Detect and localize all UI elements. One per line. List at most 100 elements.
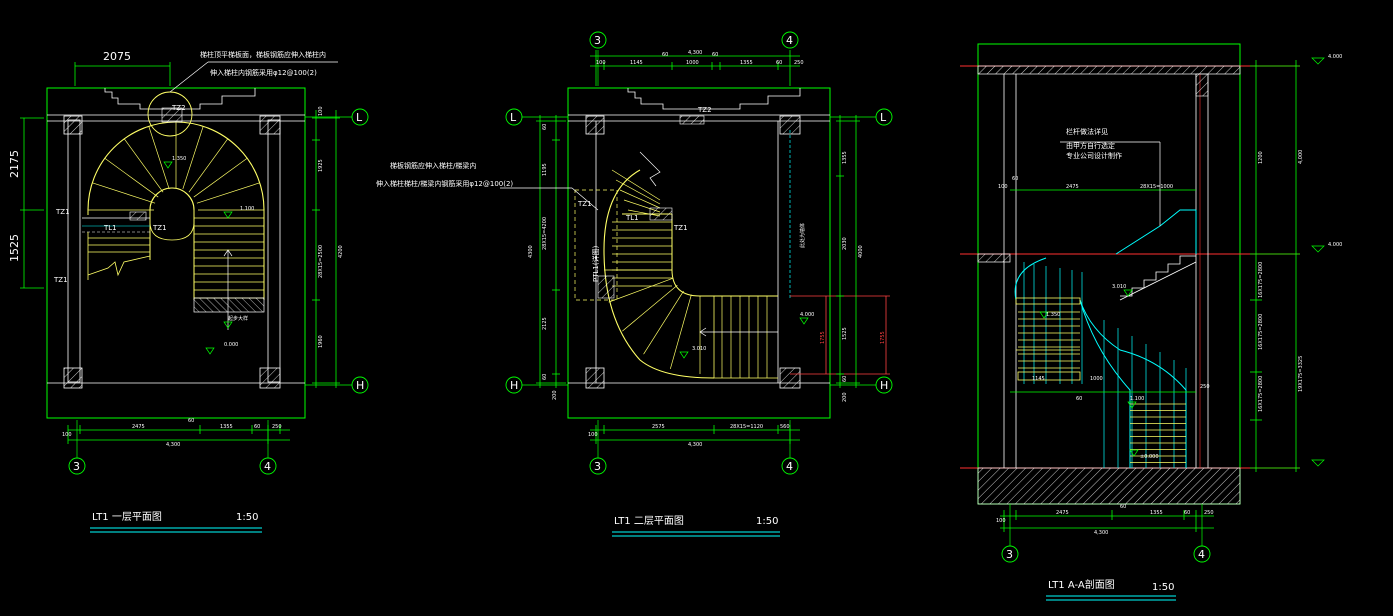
plan2-top-dim-6: 60 — [776, 60, 782, 66]
plan2-left-dim-1: 60 — [542, 124, 548, 130]
plan1-level-1: 1.350 — [172, 156, 186, 162]
section-ground-slab — [977, 467, 1241, 505]
plan1-bottom-dim-total: 4,300 — [166, 442, 180, 448]
section-upper-flight — [1120, 255, 1196, 297]
plan2-label-tz2: TZ2 — [697, 106, 712, 114]
plan2-curve-outer — [603, 169, 715, 379]
plan2-top-dim-5: 1355 — [740, 60, 753, 66]
plan1-axis-H-bubble — [351, 376, 369, 394]
plan1-column — [63, 115, 83, 135]
plan2-right-dim-3: 2030 — [842, 237, 848, 250]
plan2-axis-3-top-bubble — [589, 31, 607, 49]
section-a-a: 栏杆做法详见 由甲方自行选定 专业公司设计制作 4.000 4.000 3.01… — [960, 43, 1342, 601]
plan1-label-tz2: TZ2 — [171, 104, 186, 112]
section-note-line-1: 栏杆做法详见 — [1066, 127, 1108, 136]
stair-tread-line — [196, 182, 260, 204]
section-inner-dim-8: 60 — [1012, 176, 1018, 182]
plan2-bottom-dim-total: 4,300 — [688, 442, 702, 448]
plan2-top-dim-4: 60 — [712, 52, 718, 58]
plan2-top-dim-1: 100 — [596, 60, 606, 66]
plan1-top-dim: 2075 — [103, 50, 131, 63]
section-right-dim-3: 16X175=2800 — [1258, 262, 1264, 298]
plan2-right-dim-4: 4000 — [858, 245, 864, 258]
section-level-4: 1.100 — [1130, 396, 1144, 402]
plan1-axis-3-bubble — [68, 457, 86, 475]
plan2-side-note: 此处为墙体 — [799, 223, 806, 248]
plan2-column — [779, 367, 801, 389]
stair-tread-line — [148, 126, 170, 190]
section-scale: 1:50 — [1152, 582, 1174, 593]
plan2-top-dim-3: 1000 — [686, 60, 699, 66]
section-right-dim-4: 16X175=2800 — [1258, 314, 1264, 350]
section-inner-dim-3: 60 — [1076, 396, 1082, 402]
plan2-label-ptl1: PTL1(详图) — [591, 245, 600, 282]
plan2-left-dim-5: 2125 — [542, 317, 548, 330]
plan2-level-2: 3.010 — [692, 346, 706, 352]
section-right-dim-5: 16X175=2800 — [1258, 376, 1264, 412]
stair-winder-line — [622, 285, 678, 332]
plan2-right-dim-2: 1525 — [842, 327, 848, 340]
plan2-column — [779, 115, 801, 135]
plan1-spiral-treads — [88, 122, 264, 211]
plan2-top-dim-total: 4,300 — [688, 50, 702, 56]
section-bottom-dim-2: 2475 — [1056, 510, 1069, 516]
stair-tread-line — [104, 157, 159, 198]
section-inner-dim-4: 250 — [1200, 384, 1210, 390]
stair-tread-line — [193, 157, 248, 198]
section-bottom-dim-1: 100 — [996, 518, 1006, 524]
plan1-scale: 1:50 — [236, 512, 258, 523]
plan1-column — [259, 367, 281, 389]
plan1-bottom-dim-5: 250 — [272, 424, 282, 430]
plan2-winder-treads — [604, 169, 701, 374]
plan1-note-line-1: 梯柱顶平梯板面，梯板钢筋应伸入梯柱内 — [200, 50, 326, 59]
stair-tread-line — [92, 182, 156, 204]
plan1-axis-H: H — [356, 379, 364, 392]
plan2-axis-L-left: L — [510, 111, 517, 124]
section-level-3: 1.350 — [1046, 312, 1060, 318]
section-spiral-balusters — [1023, 262, 1187, 468]
section-inner-dim-7: 100 — [998, 184, 1008, 190]
plan1-axis-4: 4 — [264, 460, 271, 473]
plan2-title: LT1 二层平面图 — [614, 515, 684, 527]
section-level-2: 3.010 — [1112, 284, 1126, 290]
section-spiral-steps — [1018, 311, 1186, 463]
plan2-axis-L-bubble — [875, 108, 893, 126]
stair-winder-line — [611, 169, 661, 201]
section-axis-3: 3 — [1006, 548, 1013, 561]
stair-tread-line — [188, 138, 229, 193]
plan2-axis-L: L — [880, 111, 887, 124]
section-upper-handrail — [1115, 209, 1196, 255]
section-inner-dim-2: 1000 — [1090, 376, 1103, 382]
plan1-column — [259, 115, 281, 135]
section-bottom-dim-5: 60 — [1184, 510, 1190, 516]
plan1-title: LT1 一层平面图 — [92, 511, 162, 523]
plan2-lower-treads — [721, 296, 768, 378]
plan1-up-note: 起步大样 — [228, 315, 248, 322]
plan2-axis-3-top: 3 — [594, 34, 601, 47]
stair-tread-line — [123, 138, 164, 193]
plan2-column — [585, 115, 605, 135]
section-note-line-3: 专业公司设计制作 — [1066, 151, 1122, 160]
plan2-top-dim-8: 60 — [662, 52, 668, 58]
plan2-right-dim-6: 200 — [842, 392, 848, 402]
plan1-spiral-inner — [149, 187, 195, 211]
section-inner-dim-1: 1145 — [1032, 376, 1045, 382]
plan2-left-dim-2: 1195 — [542, 163, 548, 176]
section-bottom-dim-total: 4,300 — [1094, 530, 1108, 536]
plan1-right-dim-5: 1960 — [318, 335, 324, 348]
plan2-axis-3-bubble — [589, 457, 607, 475]
section-axis-3-bubble — [1001, 545, 1019, 563]
section-top-level: 4.000 — [1328, 54, 1342, 60]
plan2-level-1: 4.000 — [800, 312, 814, 318]
plan1-wall-right — [267, 119, 281, 383]
plan2-red-dim-2: 1755 — [880, 331, 886, 344]
plan2-scale: 1:50 — [756, 516, 778, 527]
plan1-left-treads — [88, 237, 150, 253]
plan2-ptl-dashed — [574, 189, 618, 301]
plan1-wall-left — [67, 119, 81, 383]
plan2-treads — [612, 221, 672, 287]
plan2-bottom-dim-3: 28X15=1120 — [730, 424, 763, 430]
plan1-bottom-dim-2: 2475 — [132, 424, 145, 430]
plan2-label-tz1-b: TZ1 — [673, 224, 688, 232]
plan1-bottom-dim-4: 60 — [254, 424, 260, 430]
